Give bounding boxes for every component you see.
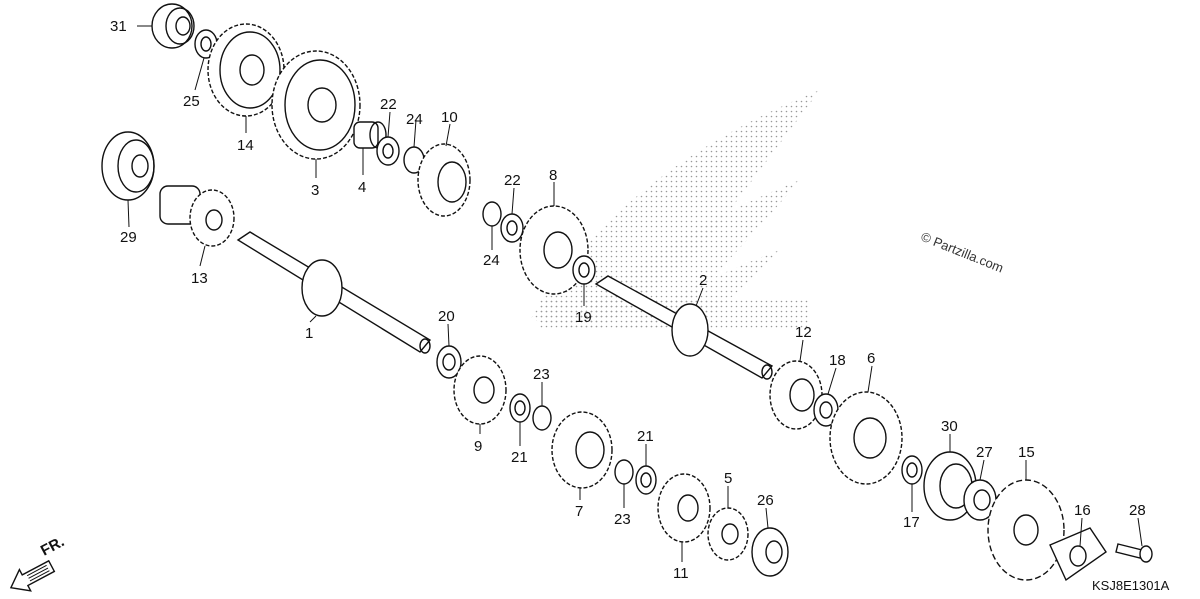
- part-1-shaft[interactable]: [236, 231, 432, 354]
- label-11: 11: [673, 565, 689, 582]
- part-4-bushing[interactable]: [353, 121, 387, 149]
- label-12: 12: [795, 324, 812, 341]
- label-15: 15: [1018, 444, 1035, 461]
- label-5: 5: [724, 470, 732, 487]
- part-13-gear[interactable]: [159, 185, 235, 247]
- part-3-gear[interactable]: [271, 50, 361, 160]
- label-7: 7: [575, 503, 583, 520]
- part-22-washer-mid[interactable]: [500, 213, 524, 243]
- part-21-washer-right[interactable]: [635, 465, 657, 495]
- label-13: 13: [191, 270, 208, 287]
- part-23-circlip-right[interactable]: [614, 459, 634, 485]
- part-24-circlip-mid[interactable]: [482, 201, 502, 227]
- part-6-gear[interactable]: [829, 391, 903, 485]
- part-5-gear[interactable]: [707, 507, 749, 561]
- label-10: 10: [441, 109, 458, 126]
- label-21-right: 21: [637, 428, 654, 445]
- label-6: 6: [867, 350, 875, 367]
- label-24-top: 24: [406, 111, 423, 128]
- part-16-plate[interactable]: [1049, 527, 1107, 582]
- part-10-gear[interactable]: [417, 143, 471, 217]
- label-19: 19: [575, 309, 592, 326]
- figure-code: KSJ8E1301A: [1092, 578, 1170, 593]
- part-17-washer[interactable]: [901, 455, 923, 485]
- label-20: 20: [438, 308, 455, 325]
- label-21-left: 21: [511, 449, 528, 466]
- part-31-bearing[interactable]: [151, 3, 195, 49]
- label-22-mid: 22: [504, 172, 521, 189]
- label-23-left: 23: [533, 366, 550, 383]
- label-1: 1: [305, 325, 313, 342]
- label-9: 9: [474, 438, 482, 455]
- label-4: 4: [358, 179, 366, 196]
- label-31: 31: [110, 18, 127, 35]
- part-21-washer-left[interactable]: [509, 393, 531, 423]
- label-17: 17: [903, 514, 920, 531]
- label-23-right: 23: [614, 511, 631, 528]
- label-28: 28: [1129, 502, 1146, 519]
- part-19-washer[interactable]: [572, 255, 596, 285]
- part-2-shaft[interactable]: [594, 275, 774, 380]
- label-26: 26: [757, 492, 774, 509]
- label-25: 25: [183, 93, 200, 110]
- label-2: 2: [699, 272, 707, 289]
- label-29: 29: [120, 229, 137, 246]
- label-8: 8: [549, 167, 557, 184]
- label-22-top: 22: [380, 96, 397, 113]
- label-16: 16: [1074, 502, 1091, 519]
- watermark-credit: © Partzilla.com: [919, 229, 1006, 276]
- label-27: 27: [976, 444, 993, 461]
- part-14-gear[interactable]: [207, 23, 285, 117]
- label-30: 30: [941, 418, 958, 435]
- part-26-bearing[interactable]: [751, 527, 789, 577]
- label-14: 14: [237, 137, 254, 154]
- part-29-bearing[interactable]: [101, 131, 155, 201]
- label-24-mid: 24: [483, 252, 500, 269]
- part-8-gear[interactable]: [519, 205, 589, 295]
- part-9-gear[interactable]: [453, 355, 507, 425]
- front-direction-arrow-icon: [9, 559, 56, 592]
- part-22-washer-top[interactable]: [376, 136, 400, 166]
- label-18: 18: [829, 352, 846, 369]
- direction-label: FR.: [38, 533, 67, 559]
- label-3: 3: [311, 182, 319, 199]
- part-15-sprocket[interactable]: [987, 479, 1065, 581]
- leader-lines: [127, 25, 1143, 562]
- part-11-gear[interactable]: [657, 473, 711, 543]
- watermark-wing-logo: [530, 90, 820, 330]
- part-7-gear[interactable]: [551, 411, 613, 489]
- part-23-circlip-left[interactable]: [532, 405, 552, 431]
- part-labels: 31 25 14 3 22 24 4 10 29 13 1 22 24 8 19…: [110, 18, 1146, 582]
- part-12-gear[interactable]: [769, 360, 823, 430]
- part-28-bolt[interactable]: [1115, 543, 1153, 563]
